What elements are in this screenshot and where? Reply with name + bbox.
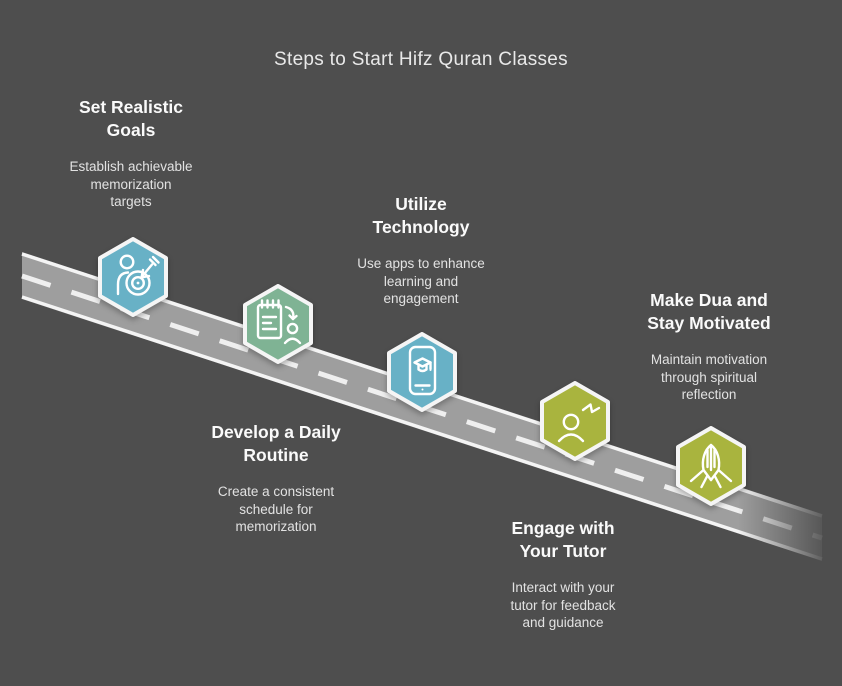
praying-hands-icon (689, 443, 733, 489)
step-1-hexagon (98, 237, 168, 317)
hexagon-shape (98, 237, 168, 317)
step-4-description: Interact with your tutor for feedback an… (510, 580, 616, 630)
step-1-heading: Set Realistic Goals (78, 97, 184, 140)
person-target-icon (116, 254, 160, 296)
step-2-description: Create a consistent schedule for memoriz… (217, 484, 335, 534)
step-3-description: Use apps to enhance learning and engagem… (357, 256, 485, 306)
step-4-hexagon (540, 381, 610, 461)
phone-graduation-icon (408, 345, 437, 396)
step-3-hexagon (387, 332, 457, 412)
step-1-description: Establish achievable memorization target… (69, 159, 193, 209)
step-3-heading: Utilize Technology (372, 194, 470, 237)
road-edge-line-bottom (21, 295, 823, 561)
step-5-hexagon (676, 426, 746, 506)
step-2-heading: Develop a Daily Routine (211, 422, 341, 465)
step-5-description: Maintain motivation through spiritual re… (650, 352, 768, 402)
page-title: Steps to Start Hifz Quran Classes (274, 49, 568, 70)
step-4-heading: Engage with Your Tutor (511, 518, 615, 561)
step-2-hexagon (243, 284, 313, 364)
person-chat-icon (557, 403, 601, 443)
road-fade-overlay (738, 478, 833, 573)
step-5-heading: Make Dua and Stay Motivated (647, 290, 771, 333)
hexagon-shape (540, 381, 610, 461)
clipboard-person-icon (256, 299, 302, 345)
hexagon-shape (243, 284, 313, 364)
